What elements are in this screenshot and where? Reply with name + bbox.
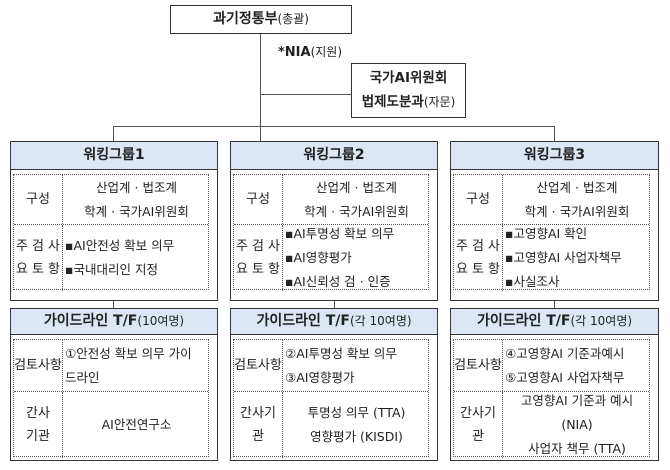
working-group-title: 워킹그룹3 [451, 142, 658, 170]
tf-title: 가이드라인 T/F(10여명) [11, 309, 217, 335]
text-line: 사업자 책무 (TTA) [528, 441, 626, 456]
connector [260, 94, 351, 95]
label-line: 사항 [268, 239, 280, 277]
label-line: 사항 [488, 239, 500, 277]
text-line: 관 [472, 429, 484, 444]
text-line: ▪국내대리인 지정 [65, 262, 158, 277]
label-line: 사항 [478, 358, 502, 373]
text-line: 간사기 [460, 406, 496, 421]
text-line: ③AI영향평가 [285, 369, 355, 385]
text-line: ▪AI신뢰성 검 · 인증 [285, 274, 391, 289]
text-line: 관 [252, 429, 264, 444]
connector [113, 126, 114, 141]
connector [334, 300, 335, 308]
text-line: ▪사실조사 [505, 274, 560, 289]
label-line: 사항 [38, 358, 62, 373]
nia-label: *NIA(지원) [278, 45, 343, 60]
label-line: 주요 [236, 239, 248, 277]
text-line: 영향평가 (KISDI) [310, 429, 403, 444]
text-line: 학계 · 국가AI위원회 [524, 203, 630, 219]
text-line: (NIA) [561, 417, 593, 432]
connector [260, 126, 261, 141]
label-line: 검토 [472, 239, 484, 277]
label-line: 검토 [454, 358, 478, 373]
label-line: 사항 [258, 358, 282, 373]
ministry-box: 과기정통부(총괄) [170, 5, 352, 34]
connector [554, 126, 555, 141]
connector [554, 300, 555, 308]
text-line: 학계 · 국가AI위원회 [304, 203, 409, 219]
text-line: ▪AI영향평가 [285, 250, 352, 265]
committee-box: 국가AI위원회 법제도분과(자문) [351, 63, 466, 118]
committee-line2: 법제도분과 [361, 94, 424, 110]
composition-label: 구성 [454, 175, 503, 224]
ministry-note: (총괄) [277, 12, 309, 26]
text-line: ②AI투명성 확보 의무 [285, 345, 397, 361]
text-line: 간사 [26, 406, 50, 421]
text-line: 산업계 · 법조계 [316, 179, 397, 195]
committee-line1: 국가AI위원회 [369, 70, 448, 86]
connector [113, 300, 114, 308]
connector [260, 34, 261, 126]
composition-label: 구성 [14, 175, 63, 224]
text-line: ⑤고영향AI 사업자책무 [505, 369, 625, 385]
label-line: 검토 [234, 358, 258, 373]
text-line: ▪AI투명성 확보 의무 [285, 226, 395, 241]
text-line: 기관 [26, 429, 50, 444]
text-line: AI안전연구소 [101, 417, 172, 432]
composition-label: 구성 [234, 175, 283, 224]
text-line: 산업계 · 법조계 [96, 179, 177, 195]
label-line: 검토 [252, 239, 264, 277]
tf-title: 가이드라인 T/F(각 10여명) [231, 309, 437, 335]
tf-title: 가이드라인 T/F(각 10여명) [451, 309, 658, 335]
tf-org-value: AI안전연구소 [63, 392, 208, 458]
text-line: 학계 · 국가AI위원회 [84, 203, 189, 219]
working-group-title: 워킹그룹1 [11, 142, 217, 170]
review-items: ▪AI투명성 확보 의무 ▪AI영향평가 ▪AI신뢰성 검 · 인증 [283, 225, 428, 291]
text-line: 산업계 · 법조계 [536, 179, 618, 195]
tf-org-value: 고영향AI 기준과 예시 (NIA) 사업자 책무 (TTA) [503, 392, 649, 458]
text-line: ▪고영향AI 확인 [505, 226, 588, 241]
text-line: 고영향AI 기준과 예시 [520, 393, 634, 408]
review-items: ▪고영향AI 확인 ▪고영향AI 사업자책무 ▪사실조사 [503, 225, 649, 291]
text-line: ▪AI안전성 확보 의무 [65, 238, 175, 253]
tf-org-value: 투명성 의무 (TTA) 영향평가 (KISDI) [283, 392, 428, 458]
review-items: ▪AI안전성 확보 의무 ▪국내대리인 지정 [63, 225, 208, 291]
label-line: 검토 [14, 358, 38, 373]
text-line: ④고영향AI 기준과예시 [505, 345, 625, 361]
tf-review-items: ②AI투명성 확보 의무 ③AI영향평가 [283, 340, 428, 391]
label-line: 사항 [48, 239, 60, 277]
text-line: ①안전성 확보 의무 가이 [65, 345, 192, 361]
working-group-title: 워킹그룹2 [231, 142, 437, 170]
text-line: 드라인 [65, 369, 100, 385]
connector [113, 126, 554, 127]
text-line: 투명성 의무 (TTA) [307, 405, 406, 420]
tf-review-items: ④고영향AI 기준과예시 ⑤고영향AI 사업자책무 [503, 340, 649, 391]
label-line: 주요 [456, 239, 468, 277]
label-line: 검토 [32, 239, 44, 277]
text-line: ▪고영향AI 사업자책무 [505, 250, 622, 265]
label-line: 주요 [16, 239, 28, 277]
ministry-title: 과기정통부 [213, 11, 278, 27]
text-line: 간사기 [240, 406, 276, 421]
